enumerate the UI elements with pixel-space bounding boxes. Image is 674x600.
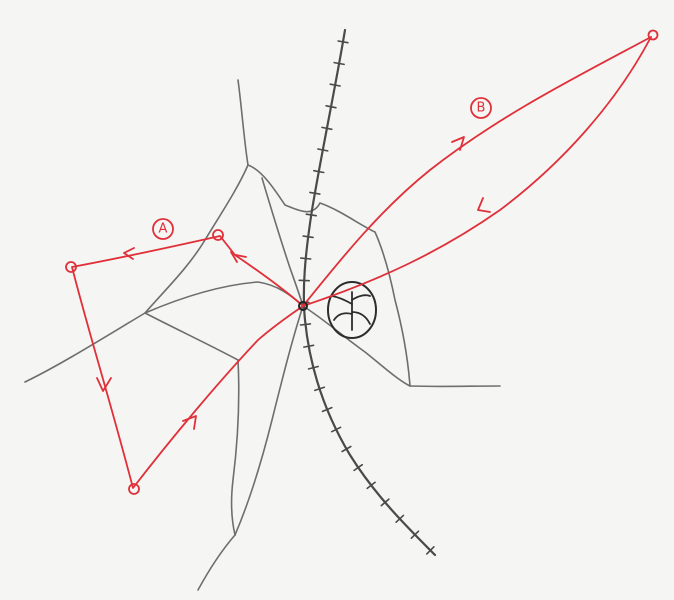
station-glyph-branch-left [332, 296, 352, 320]
route-b-arrow-back [478, 198, 490, 212]
railway-line [299, 30, 435, 555]
route-a: A [66, 219, 303, 494]
station-glyph-branch-right [352, 295, 370, 324]
route-a-path [72, 236, 303, 488]
road-top-left [238, 80, 248, 165]
route-b: B [303, 31, 658, 307]
railway-sleeper [326, 106, 336, 108]
railway-sleeper [303, 236, 313, 237]
boundary-north [248, 165, 410, 386]
railway-sleeper [334, 63, 344, 65]
route-b-label: B [471, 98, 491, 118]
railway-sleeper [301, 258, 311, 259]
railway-sleeper [318, 149, 328, 151]
road-west [25, 282, 303, 382]
route-a-waypoint-1 [213, 230, 223, 240]
road-southwest-loop [145, 313, 239, 535]
railway-sleeper [304, 345, 314, 347]
railway-sleepers [299, 41, 434, 554]
railway-sleeper [322, 127, 332, 129]
route-b-waypoint-end [649, 31, 658, 40]
route-a-label-text: A [159, 222, 168, 237]
route-b-label-text: B [477, 101, 486, 116]
railway-sleeper [314, 171, 324, 173]
road-inner-north [262, 178, 303, 306]
railway-track [304, 30, 435, 555]
railway-sleeper [338, 41, 348, 43]
road-southeast [303, 306, 410, 386]
railway-sleeper [301, 324, 311, 325]
railway-sleeper [330, 84, 340, 86]
route-b-outbound [303, 37, 651, 306]
road-south-exit [198, 535, 235, 590]
station-symbol-icon [328, 282, 376, 338]
railway-sleeper [310, 192, 320, 194]
road-south-spoke [235, 306, 303, 535]
route-b-return [303, 37, 651, 306]
railway-sleeper [306, 214, 316, 216]
route-a-label: A [153, 219, 173, 239]
